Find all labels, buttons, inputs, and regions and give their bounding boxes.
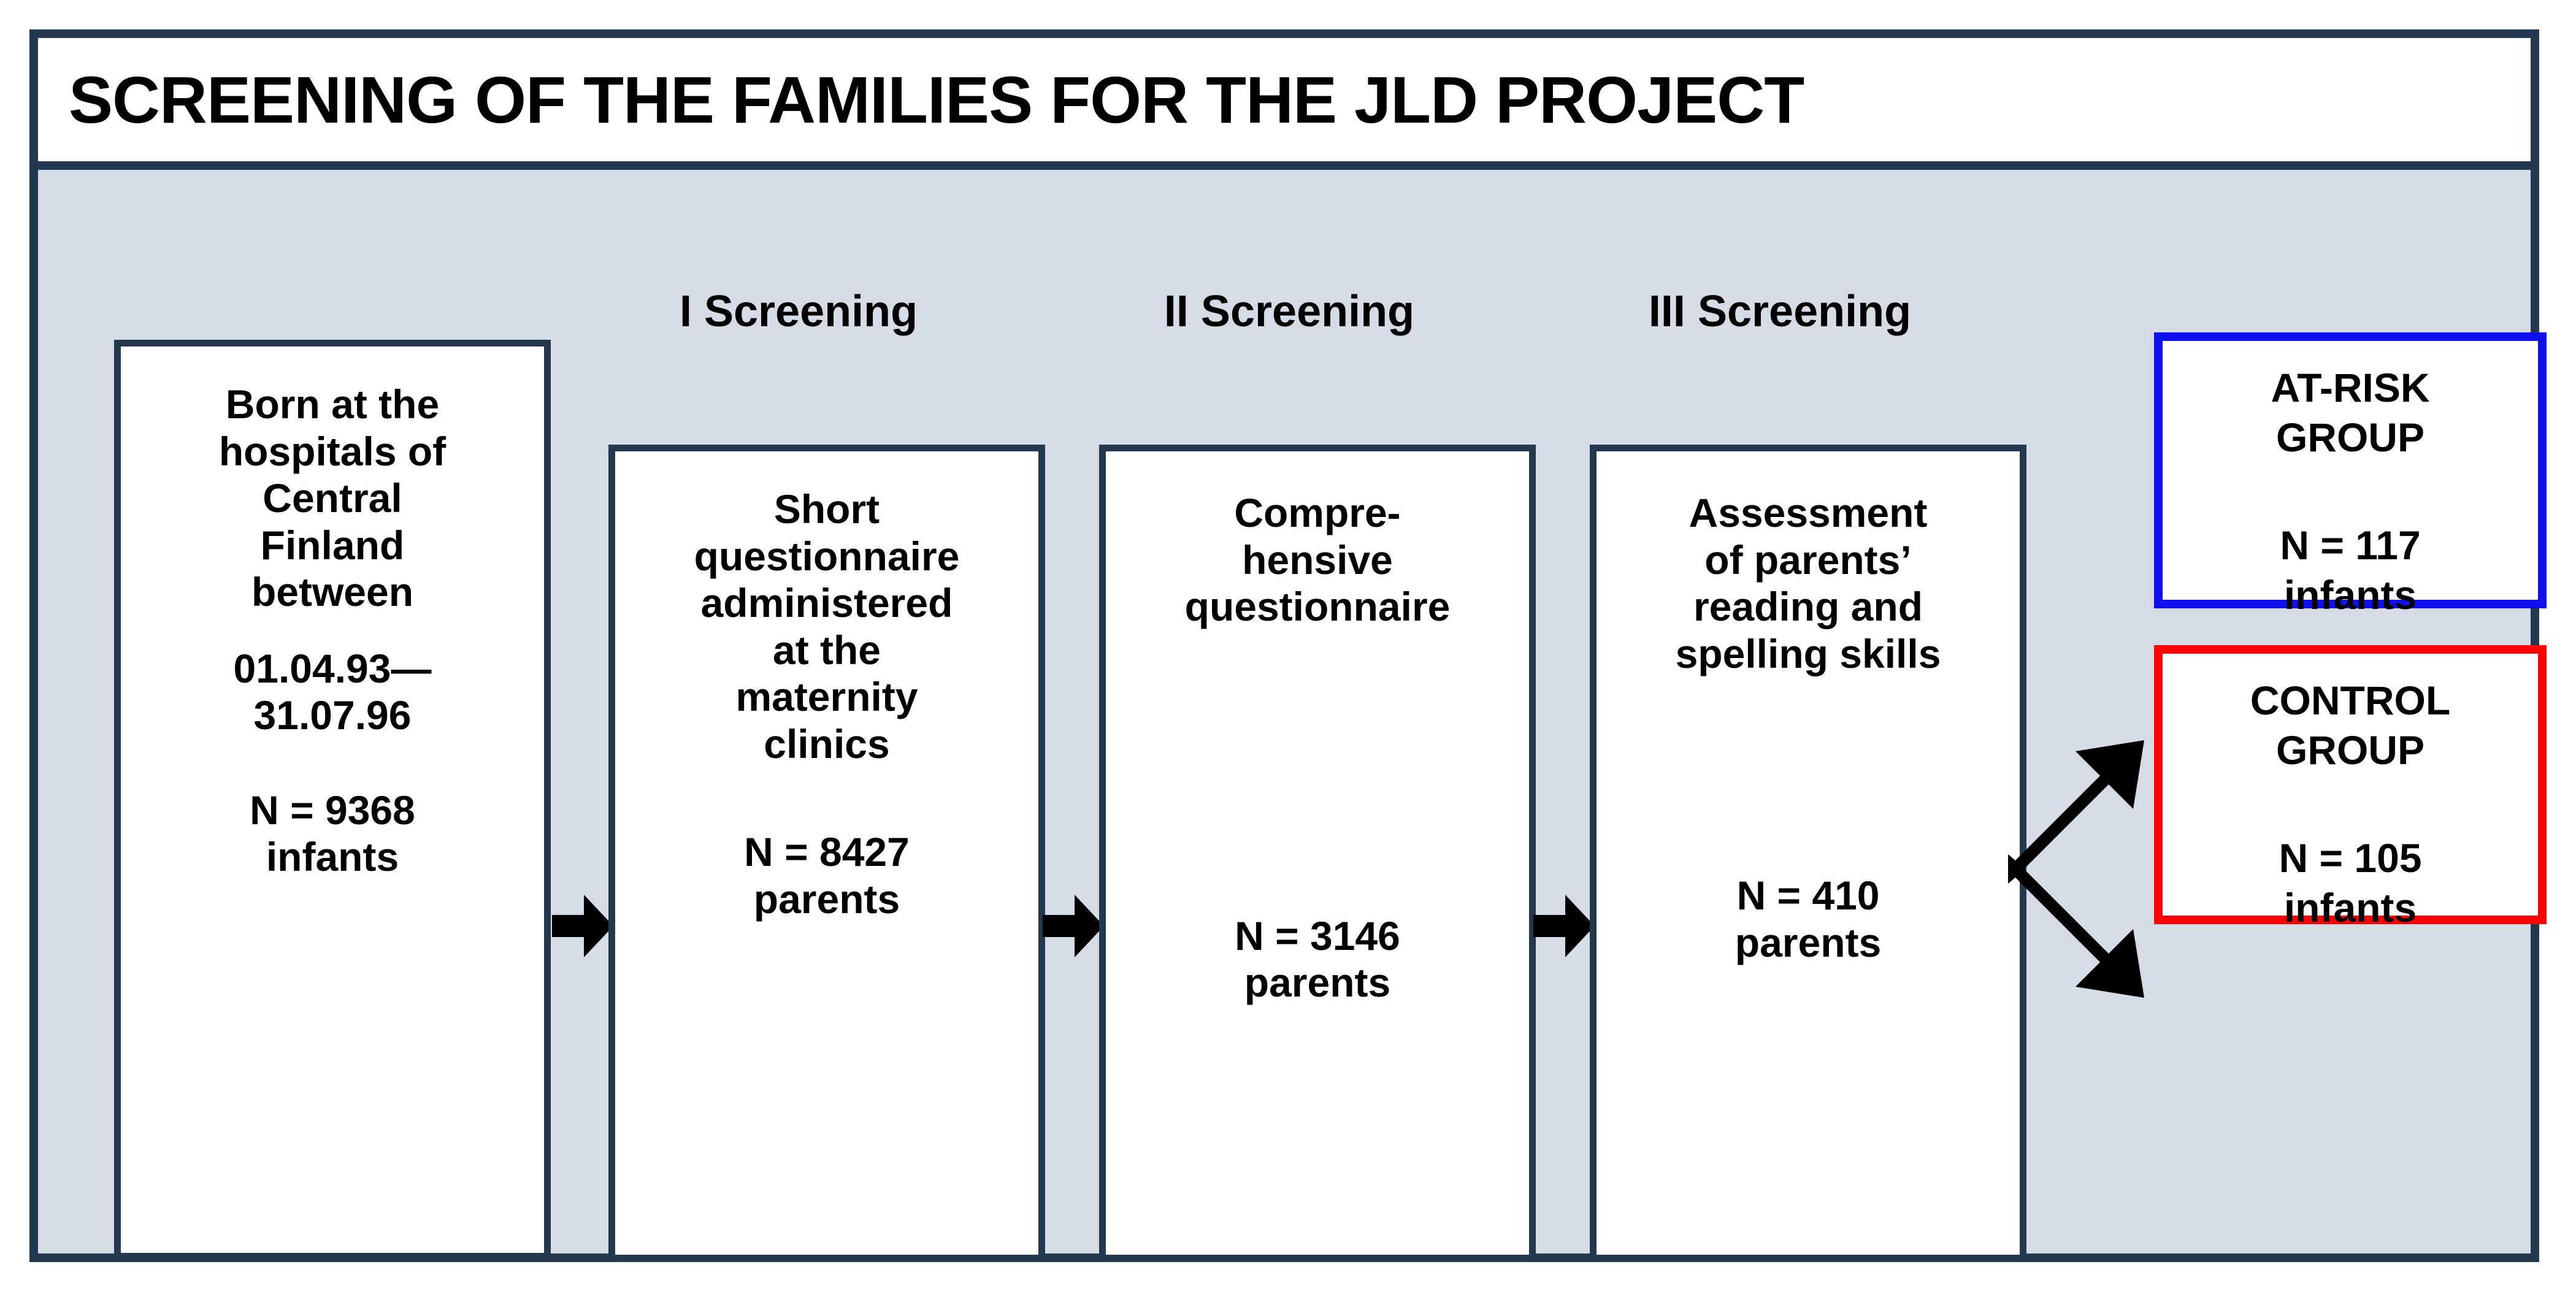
cohort-date-range: 01.04.93— 31.07.96 — [233, 645, 432, 738]
stage-header-screening-1: I Screening — [679, 287, 918, 336]
page-title: SCREENING OF THE FAMILIES FOR THE JLD PR… — [69, 63, 1804, 137]
outcome-box-control: CONTROL GROUP N = 105 infants — [2154, 645, 2547, 930]
screening-2-description: Compre- hensive questionnaire — [1184, 490, 1451, 630]
diagram-frame: SCREENING OF THE FAMILIES FOR THE JLD PR… — [29, 29, 2547, 1262]
screening-1-count: N = 8427 parents — [744, 829, 910, 922]
arrow-branch-icon — [2007, 710, 2172, 1028]
control-title: CONTROL GROUP — [2250, 678, 2451, 773]
arrow-right-icon-1 — [552, 880, 613, 972]
screening-3-count: N = 410 parents — [1735, 873, 1882, 965]
at-risk-count: N = 117 infants — [2280, 522, 2421, 618]
control-count: N = 105 infants — [2279, 835, 2422, 930]
flow-canvas: I Screening II Screening III Screening B… — [38, 170, 2547, 1261]
flow-box-screening-3: Assessment of parents’ reading and spell… — [1590, 445, 2026, 1261]
arrow-right-icon-2 — [1043, 880, 1104, 972]
at-risk-title: AT-RISK GROUP — [2271, 365, 2430, 460]
cohort-count: N = 9368 infants — [250, 787, 415, 880]
stage-header-screening-3: III Screening — [1648, 287, 1912, 336]
outcome-box-at-risk: AT-RISK GROUP N = 117 infants — [2154, 332, 2547, 618]
screening-3-description: Assessment of parents’ reading and spell… — [1675, 490, 1941, 676]
cohort-description: Born at the hospitals of Central Finland… — [218, 381, 447, 615]
screening-1-description: Short questionnaire administered at the … — [694, 486, 960, 767]
title-band: SCREENING OF THE FAMILIES FOR THE JLD PR… — [38, 38, 2531, 170]
arrow-right-icon-3 — [1533, 880, 1595, 972]
screening-2-count: N = 3146 parents — [1235, 913, 1400, 1006]
stage-header-screening-2: II Screening — [1163, 287, 1415, 336]
flow-box-screening-1: Short questionnaire administered at the … — [608, 445, 1045, 1261]
flow-box-cohort: Born at the hospitals of Central Finland… — [114, 340, 551, 1260]
flow-box-screening-2: Compre- hensive questionnaire N = 3146 p… — [1099, 445, 1536, 1261]
